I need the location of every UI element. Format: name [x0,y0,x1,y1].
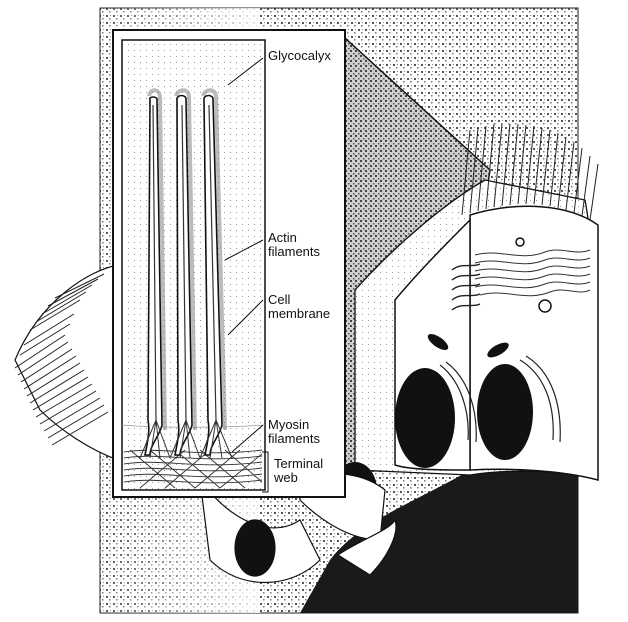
label-myosin-filaments: Myosin filaments [268,418,320,446]
label-cell-membrane: Cell membrane [268,293,330,321]
nucleus [395,368,455,468]
label-terminal-web: Terminal web [274,457,323,485]
left-epithelial-cell [15,265,118,460]
nucleus [477,364,533,460]
label-actin-filaments: Actin filaments [268,231,320,259]
label-glycocalyx: Glycocalyx [268,49,331,63]
